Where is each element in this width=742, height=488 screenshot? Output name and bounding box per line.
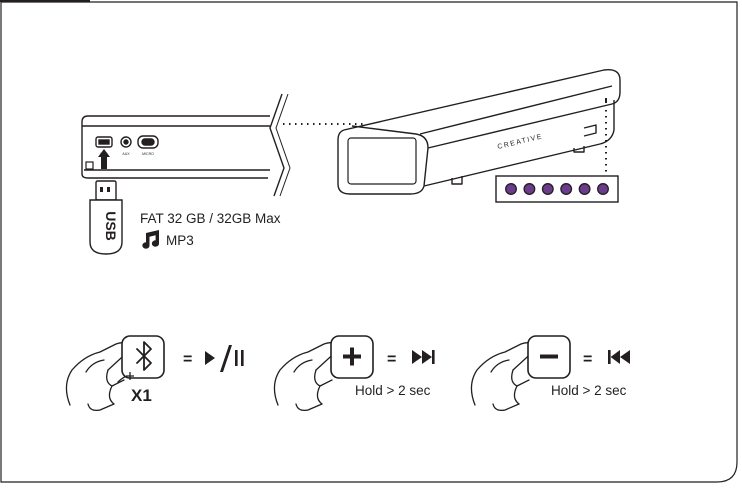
pointing-hand-icon: [273, 342, 341, 412]
press-count-label: X1: [131, 386, 152, 405]
control-volume-down: = Hold > 2 sec: [470, 335, 630, 412]
press-spark-icon: [126, 372, 134, 380]
minus-icon: [540, 354, 558, 359]
equals-sign: =: [583, 351, 592, 368]
control-bluetooth: = X1: [65, 335, 244, 412]
previous-track-icon: [608, 350, 630, 364]
usb-format-text: FAT 32 GB / 32GB Max: [140, 211, 281, 226]
led-indicator-2: [523, 183, 536, 195]
port-label-micro: MICRO: [142, 152, 154, 156]
equals-sign: =: [183, 351, 192, 368]
micro-usb-port: [137, 135, 159, 149]
music-note-icon: [142, 230, 160, 249]
soundbar: [337, 69, 621, 195]
usb-drive-icon: [89, 180, 123, 255]
hold-duration-label: Hold > 2 sec: [355, 383, 431, 398]
usb-port: [95, 136, 113, 148]
led-indicator-5: [578, 183, 591, 195]
led-indicator-3: [541, 183, 554, 195]
control-volume-up: = Hold > 2 sec: [273, 335, 435, 412]
bluetooth-icon: [136, 341, 152, 371]
led-indicator-1: [505, 183, 517, 195]
led-indicator-strip: [495, 175, 619, 203]
rear-panel-closeup: [81, 93, 291, 197]
led-indicator-6: [597, 183, 609, 195]
brand-logo: CREATIVE: [497, 133, 544, 151]
play-pause-icon: [205, 345, 244, 372]
aux-port: [120, 136, 132, 148]
insert-arrow-icon: [98, 149, 110, 169]
equals-sign: =: [387, 351, 396, 368]
led-indicator-4: [560, 183, 573, 195]
port-label-aux: AUX: [122, 152, 130, 156]
audio-format-text: MP3: [166, 233, 194, 248]
hold-duration-label: Hold > 2 sec: [551, 383, 627, 398]
usb-drive-label: USB: [103, 211, 119, 241]
next-track-icon: [412, 350, 435, 364]
pointing-hand-icon: [470, 342, 538, 412]
plus-icon: [343, 347, 361, 366]
